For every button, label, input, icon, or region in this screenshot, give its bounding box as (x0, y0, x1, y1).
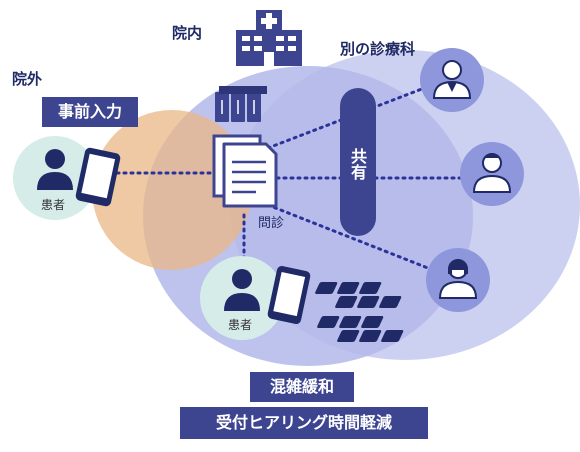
patient-inside-label: 患者 (228, 318, 253, 332)
waiting-chairs-icon (315, 282, 404, 342)
doctor-icon (472, 153, 512, 193)
tablet-icon (267, 265, 311, 325)
hospital-icon (236, 10, 302, 66)
binders-icon (215, 86, 267, 122)
connector-doctor-3 (266, 203, 440, 274)
pre-input-label: 事前入力 (42, 97, 138, 127)
outside-hospital-label: 院外 (12, 70, 43, 88)
other-departments-label: 別の診療科 (340, 40, 416, 58)
doctor-1-figure (420, 48, 484, 112)
questionnaire-label: 問診 (258, 216, 285, 231)
doctor-3-figure (426, 248, 490, 312)
doctor-2-figure (460, 142, 524, 206)
benefit-congestion-label: 混雑緩和 (250, 372, 354, 402)
patient-outside-label: 患者 (41, 198, 66, 212)
pre-input-circle (92, 110, 252, 270)
share-label: 共有 (348, 148, 367, 180)
share-pill (340, 88, 376, 236)
doctor-icon (432, 60, 472, 99)
benefit-time-label: 受付ヒアリング時間軽減 (180, 407, 428, 439)
patient-inside-figure (200, 256, 284, 340)
patient-outside-figure (13, 136, 97, 220)
patient-icon (224, 269, 260, 311)
doctor-icon (438, 259, 478, 299)
tablet-icon (75, 147, 121, 207)
inside-hospital-label: 院内 (172, 24, 203, 42)
patient-icon (37, 149, 73, 190)
documents-icon (212, 134, 278, 208)
